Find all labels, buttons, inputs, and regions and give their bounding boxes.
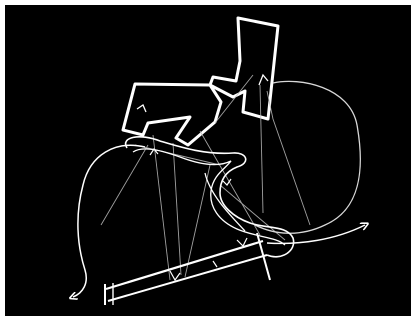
sketch-canvas: [5, 5, 411, 316]
building-outline-wing: [123, 84, 221, 145]
circulation-sketch: [5, 5, 411, 316]
ramp-bar: [105, 233, 270, 305]
entry-mark-tower: [259, 75, 268, 85]
entry-mark-wing: [137, 105, 146, 112]
construction-lines: [101, 75, 310, 280]
circulation-path-right-arrow: [267, 225, 365, 243]
